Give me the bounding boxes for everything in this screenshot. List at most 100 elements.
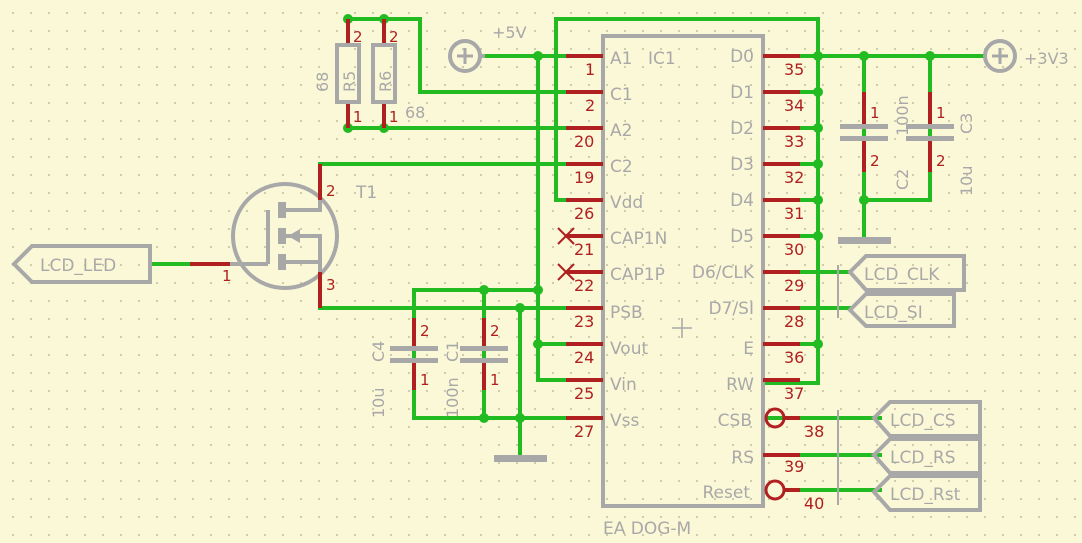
svg-text:C1: C1 (443, 341, 462, 362)
svg-text:2: 2 (936, 152, 946, 170)
svg-text:LCD_CS: LCD_CS (890, 411, 956, 431)
svg-text:2: 2 (420, 322, 430, 340)
svg-text:2: 2 (585, 96, 595, 115)
svg-text:C1: C1 (610, 85, 633, 105)
svg-text:1: 1 (585, 60, 595, 79)
capacitor-c2[interactable]: 1 2 C2 100n (840, 92, 912, 190)
svg-text:33: 33 (784, 132, 804, 151)
svg-text:100n: 100n (893, 95, 912, 136)
svg-text:2: 2 (490, 322, 500, 340)
svg-text:2: 2 (353, 28, 363, 46)
supply-5v[interactable]: +5V (448, 23, 527, 73)
svg-text:20: 20 (574, 132, 594, 151)
transistor-t1[interactable]: 2 3 1 T1 (190, 164, 377, 308)
pin-rs: 39 RS (731, 448, 804, 476)
pin-d4: 31 D4 (730, 191, 804, 223)
wire-vdd-loop (554, 17, 820, 385)
pin-a1: 1 A1 (566, 49, 632, 79)
svg-text:1: 1 (222, 267, 232, 285)
svg-text:19: 19 (574, 168, 594, 187)
pin-vdd: 26 Vdd (566, 193, 643, 223)
svg-text:Vin: Vin (610, 375, 637, 395)
supply-3v3[interactable]: +3V3 (983, 39, 1069, 73)
svg-text:38: 38 (804, 422, 824, 441)
label-lcd-cs[interactable]: LCD_CS (871, 400, 982, 438)
svg-text:C3: C3 (957, 113, 976, 134)
label-lcd-led[interactable]: LCD_LED (11, 244, 152, 284)
svg-text:34: 34 (784, 96, 804, 115)
resistor-r5[interactable]: 2 1 R5 68 (313, 19, 363, 128)
svg-text:RS: RS (731, 448, 754, 468)
capacitor-c1[interactable]: 2 1 C1 100n (443, 318, 508, 418)
svg-text:1: 1 (420, 371, 430, 389)
svg-text:CAP1N: CAP1N (610, 229, 667, 249)
svg-text:Vdd: Vdd (610, 193, 643, 213)
svg-text:LCD_SI: LCD_SI (864, 303, 923, 323)
svg-text:24: 24 (574, 348, 594, 367)
svg-text:26: 26 (574, 204, 594, 223)
svg-text:35: 35 (784, 60, 804, 79)
svg-text:C4: C4 (369, 341, 388, 362)
svg-text:31: 31 (784, 204, 804, 223)
svg-text:RW: RW (726, 375, 754, 395)
svg-text:LCD_CLK: LCD_CLK (864, 265, 940, 285)
svg-text:1: 1 (353, 108, 363, 126)
capacitor-c4[interactable]: 2 1 C4 10u (369, 318, 438, 418)
svg-text:D6/CLK: D6/CLK (692, 263, 755, 283)
label-lcd-rs[interactable]: LCD_RS (871, 437, 982, 475)
pin-d0: 35 D0 (730, 47, 804, 79)
svg-text:68: 68 (405, 103, 425, 122)
svg-text:CAP1P: CAP1P (610, 265, 665, 285)
svg-text:+3V3: +3V3 (1024, 49, 1069, 68)
svg-text:10u: 10u (369, 388, 388, 419)
svg-text:D7/SI: D7/SI (709, 299, 754, 319)
svg-text:Vout: Vout (610, 339, 648, 359)
svg-text:39: 39 (784, 457, 804, 476)
pin-csb: 38 CSB (718, 407, 824, 441)
svg-text:C2: C2 (893, 169, 912, 190)
svg-text:LCD_Rst: LCD_Rst (890, 485, 961, 505)
capacitor-c3[interactable]: 1 2 C3 10u (906, 92, 976, 196)
svg-text:1: 1 (389, 108, 399, 126)
ground-symbol-right (838, 237, 891, 244)
pin-d6-clk: 29 D6/CLK (692, 263, 804, 295)
svg-text:E: E (743, 339, 754, 359)
svg-text:30: 30 (784, 240, 804, 259)
svg-text:D0: D0 (730, 47, 754, 67)
svg-text:CSB: CSB (718, 411, 752, 431)
svg-text:D3: D3 (730, 155, 754, 175)
svg-text:1: 1 (870, 104, 880, 122)
svg-text:29: 29 (784, 276, 804, 295)
resistor-r6[interactable]: 2 1 R6 68 (371, 19, 425, 128)
ic-value: EA DOG-M (603, 519, 691, 539)
label-lcd-clk[interactable]: LCD_CLK (847, 254, 966, 292)
svg-text:22: 22 (574, 276, 594, 295)
svg-text:36: 36 (784, 348, 804, 367)
label-lcd-rst[interactable]: LCD_Rst (871, 474, 982, 512)
svg-text:3: 3 (326, 276, 336, 294)
svg-text:A1: A1 (610, 49, 632, 69)
svg-text:D2: D2 (730, 119, 754, 139)
pin-vout: 24 Vout (566, 339, 648, 367)
svg-text:D4: D4 (730, 191, 754, 211)
svg-text:LCD_LED: LCD_LED (40, 256, 116, 276)
svg-text:PSB: PSB (610, 303, 643, 323)
pin-e: 36 E (743, 339, 804, 367)
pin-c1: 2 C1 (566, 85, 633, 115)
label-lcd-si[interactable]: LCD_SI (847, 292, 956, 328)
svg-text:R6: R6 (376, 71, 395, 92)
junctions (343, 14, 935, 423)
